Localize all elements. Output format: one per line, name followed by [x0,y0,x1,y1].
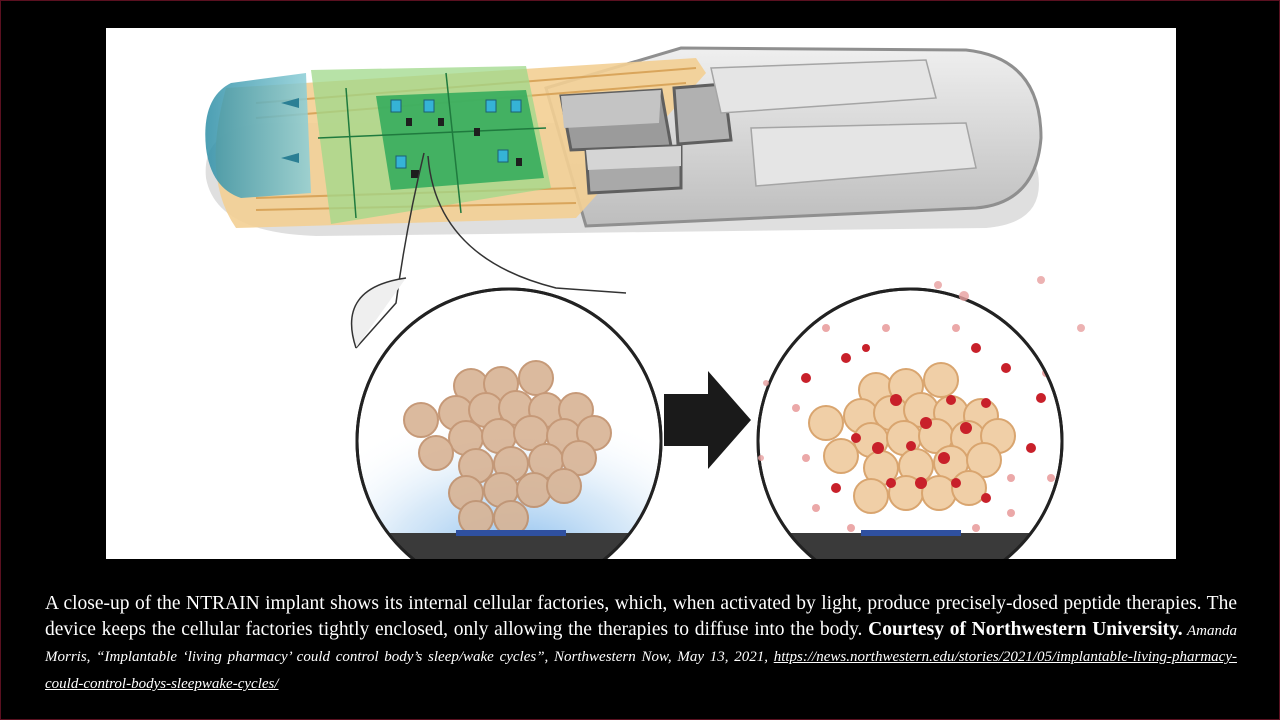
electronic-components [559,59,977,195]
figure-caption: A close-up of the NTRAIN implant shows i… [45,591,1237,697]
implant-diagram-svg [205,46,1085,559]
caption-citation: Amanda Morris, “Implantable ‘living phar… [45,623,1237,665]
right-arrow-icon [664,371,751,469]
capsule-implant [205,46,1043,236]
source-link[interactable]: https://news.northwestern.edu/stories/20… [45,649,1237,692]
peptides [801,343,1046,503]
cell-factory-zoom [355,287,663,559]
peptide-release-zoom [756,287,1064,559]
caption-credit: Courtesy of Northwestern University [868,619,1178,640]
implant-illustration [106,28,1176,559]
caption-credit-punct: . [1177,619,1183,640]
zoom-line [427,155,627,294]
caption-text: A close-up of the NTRAIN implant shows i… [45,593,1237,640]
zoom-line [355,152,425,349]
cells-inactive [403,360,612,536]
